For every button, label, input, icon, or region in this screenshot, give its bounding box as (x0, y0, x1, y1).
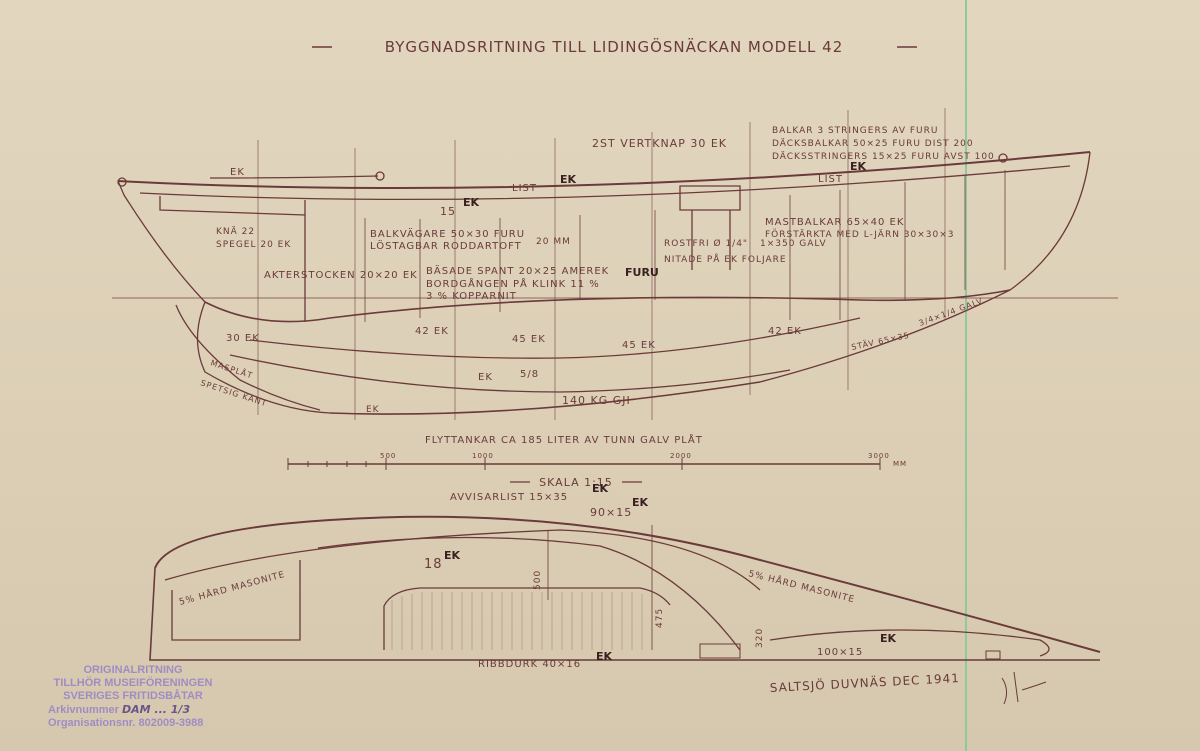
label-90x15: 90×15 (590, 506, 632, 519)
label-ek-keel: EK (478, 372, 493, 383)
label-ek-list-2: EK (850, 160, 867, 173)
label-balkvagare-2: LÖSTAGBAR RODDARTOFT (370, 239, 522, 252)
label-furu: FURU (625, 266, 659, 279)
scale-label: SKALA 1:15 (539, 476, 613, 489)
drawing-title: BYGGNADSRITNING TILL LIDINGÖSNÄCKAN MODE… (385, 37, 844, 56)
stamp-org-value: 802009-3988 (138, 717, 204, 729)
label-list-2: LIST (818, 174, 843, 185)
scale-tick-2000: 2000 (670, 452, 692, 460)
label-balkar-1: BALKAR 3 STRINGERS AV FURU (772, 126, 939, 136)
stamp-line-1: ORIGINALRITNING (83, 664, 183, 676)
stamp-arkiv-value: DAM ... 1/3 (121, 703, 191, 716)
label-kna: KNÄ 22 (216, 226, 255, 237)
label-spant-3: 3 % KOPPARNIT (426, 291, 517, 302)
label-list: LIST (512, 183, 537, 194)
label-18: 18 (424, 557, 443, 572)
label-nitade: NITADE PÅ EK FOLJARE (664, 253, 787, 265)
scale-tick-1000: 1000 (472, 452, 494, 460)
deck-plan (149, 515, 1101, 661)
label-ek-15: EK (463, 196, 480, 209)
label-20mm: 20 MM (536, 237, 571, 247)
label-spegel: SPEGEL 20 EK (216, 240, 291, 250)
label-ek-deck-1: EK (592, 482, 609, 495)
label-mastbalkar-1: MASTBALKAR 65×40 EK (765, 217, 904, 228)
label-masonite-right: 5% HÅRD MASONITE (747, 567, 856, 605)
label-balkvagare-1: BALKVÄGARE 50×30 FURU (370, 227, 525, 240)
label-ek-list: EK (560, 173, 577, 186)
label-42ek-a: 42 EK (415, 326, 449, 337)
scale-tick-3000: 3000 (868, 452, 890, 460)
scale-unit: MM (893, 460, 907, 468)
deck-annotations: AVVISARLIST 15×35 EK 90×15 EK 18 EK 5% H… (178, 482, 897, 670)
label-spant-1: BÄSADE SPANT 20×25 AMEREK (426, 264, 609, 277)
label-15: 15 (440, 205, 456, 218)
label-ek-deck-5: EK (596, 650, 613, 663)
signature-place-date: SALTSJÖ DUVNÄS DEC 1941 (769, 669, 960, 695)
archive-stamp: ORIGINALRITNING TILLHÖR MUSEIFÖRENINGEN … (48, 664, 218, 730)
label-akterstock: AKTERSTOCKEN 20×20 EK (264, 270, 418, 281)
label-45ek-a: 45 EK (512, 334, 546, 345)
handwritten-initials (1001, 671, 1047, 705)
scale-bar: 500 1000 2000 3000 MM SKALA 1:15 (287, 452, 907, 489)
label-kol: 140 KG GJI (562, 394, 631, 407)
stamp-org-row: Organisationsnr. 802009-3988 (48, 717, 218, 730)
label-balkar-3: DÄCKSSTRINGERS 15×25 FURU AVST 100 (772, 151, 995, 162)
label-58: 5/8 (520, 369, 539, 380)
label-100x15: 100×15 (817, 647, 863, 658)
label-stav: STÄV 65×35 (850, 330, 910, 352)
stamp-arkiv-row: Arkivnummer DAM ... 1/3 (48, 703, 218, 717)
label-spant-2: BORDGÅNGEN PÅ KLINK 11 % (426, 277, 600, 290)
label-ek-tiller: EK (230, 167, 245, 178)
label-ek-deck-4: EK (880, 632, 897, 645)
profile-annotations: 2ST VERTKNAP 30 EK BALKAR 3 STRINGERS AV… (199, 126, 995, 446)
label-dim-500: 500 (533, 570, 543, 590)
stamp-org-label: Organisationsnr. (48, 717, 136, 729)
label-galv: 1×350 GALV (760, 239, 827, 249)
label-bolt: 3/4×1/4 GALV. (918, 295, 987, 327)
stamp-line-2: TILLHÖR MUSEIFÖRENINGEN (53, 677, 213, 689)
label-ek-stern: EK (366, 405, 380, 415)
label-ek-deck-3: EK (444, 549, 461, 562)
label-flyttankar: FLYTTANKAR CA 185 LITER AV TUNN GALV PLÅ… (425, 433, 703, 446)
scale-tick-500: 500 (380, 452, 396, 460)
label-rostfri: ROSTFRI Ø 1/4" (664, 238, 748, 249)
label-avvisarlist: AVVISARLIST 15×35 (450, 492, 568, 503)
label-balkar-2: DÄCKSBALKAR 50×25 FURU DIST 200 (772, 138, 974, 149)
label-30ek: 30 EK (226, 333, 260, 344)
label-dim-475: 475 (655, 608, 665, 628)
label-ribbdurk: RIBBDURK 40×16 (478, 659, 581, 670)
label-dim-320: 320 (755, 628, 765, 648)
label-masonite-left: 5% HÅRD MASONITE (178, 568, 287, 608)
label-45ek-b: 45 EK (622, 340, 656, 351)
label-mastbalkar-2: FÖRSTÄRKTA MED L-JÄRN 30×30×3 (765, 229, 955, 240)
label-vertknap: 2ST VERTKNAP 30 EK (592, 137, 727, 150)
label-ek-deck-2: EK (632, 496, 649, 509)
hull-profile (112, 108, 1118, 420)
stamp-line-3: SVERIGES FRITIDSBÅTAR (63, 690, 203, 702)
stamp-arkiv-label: Arkivnummer (48, 704, 119, 716)
label-masplat: MASPLÅT (209, 356, 254, 380)
label-42ek-b: 42 EK (768, 326, 802, 337)
